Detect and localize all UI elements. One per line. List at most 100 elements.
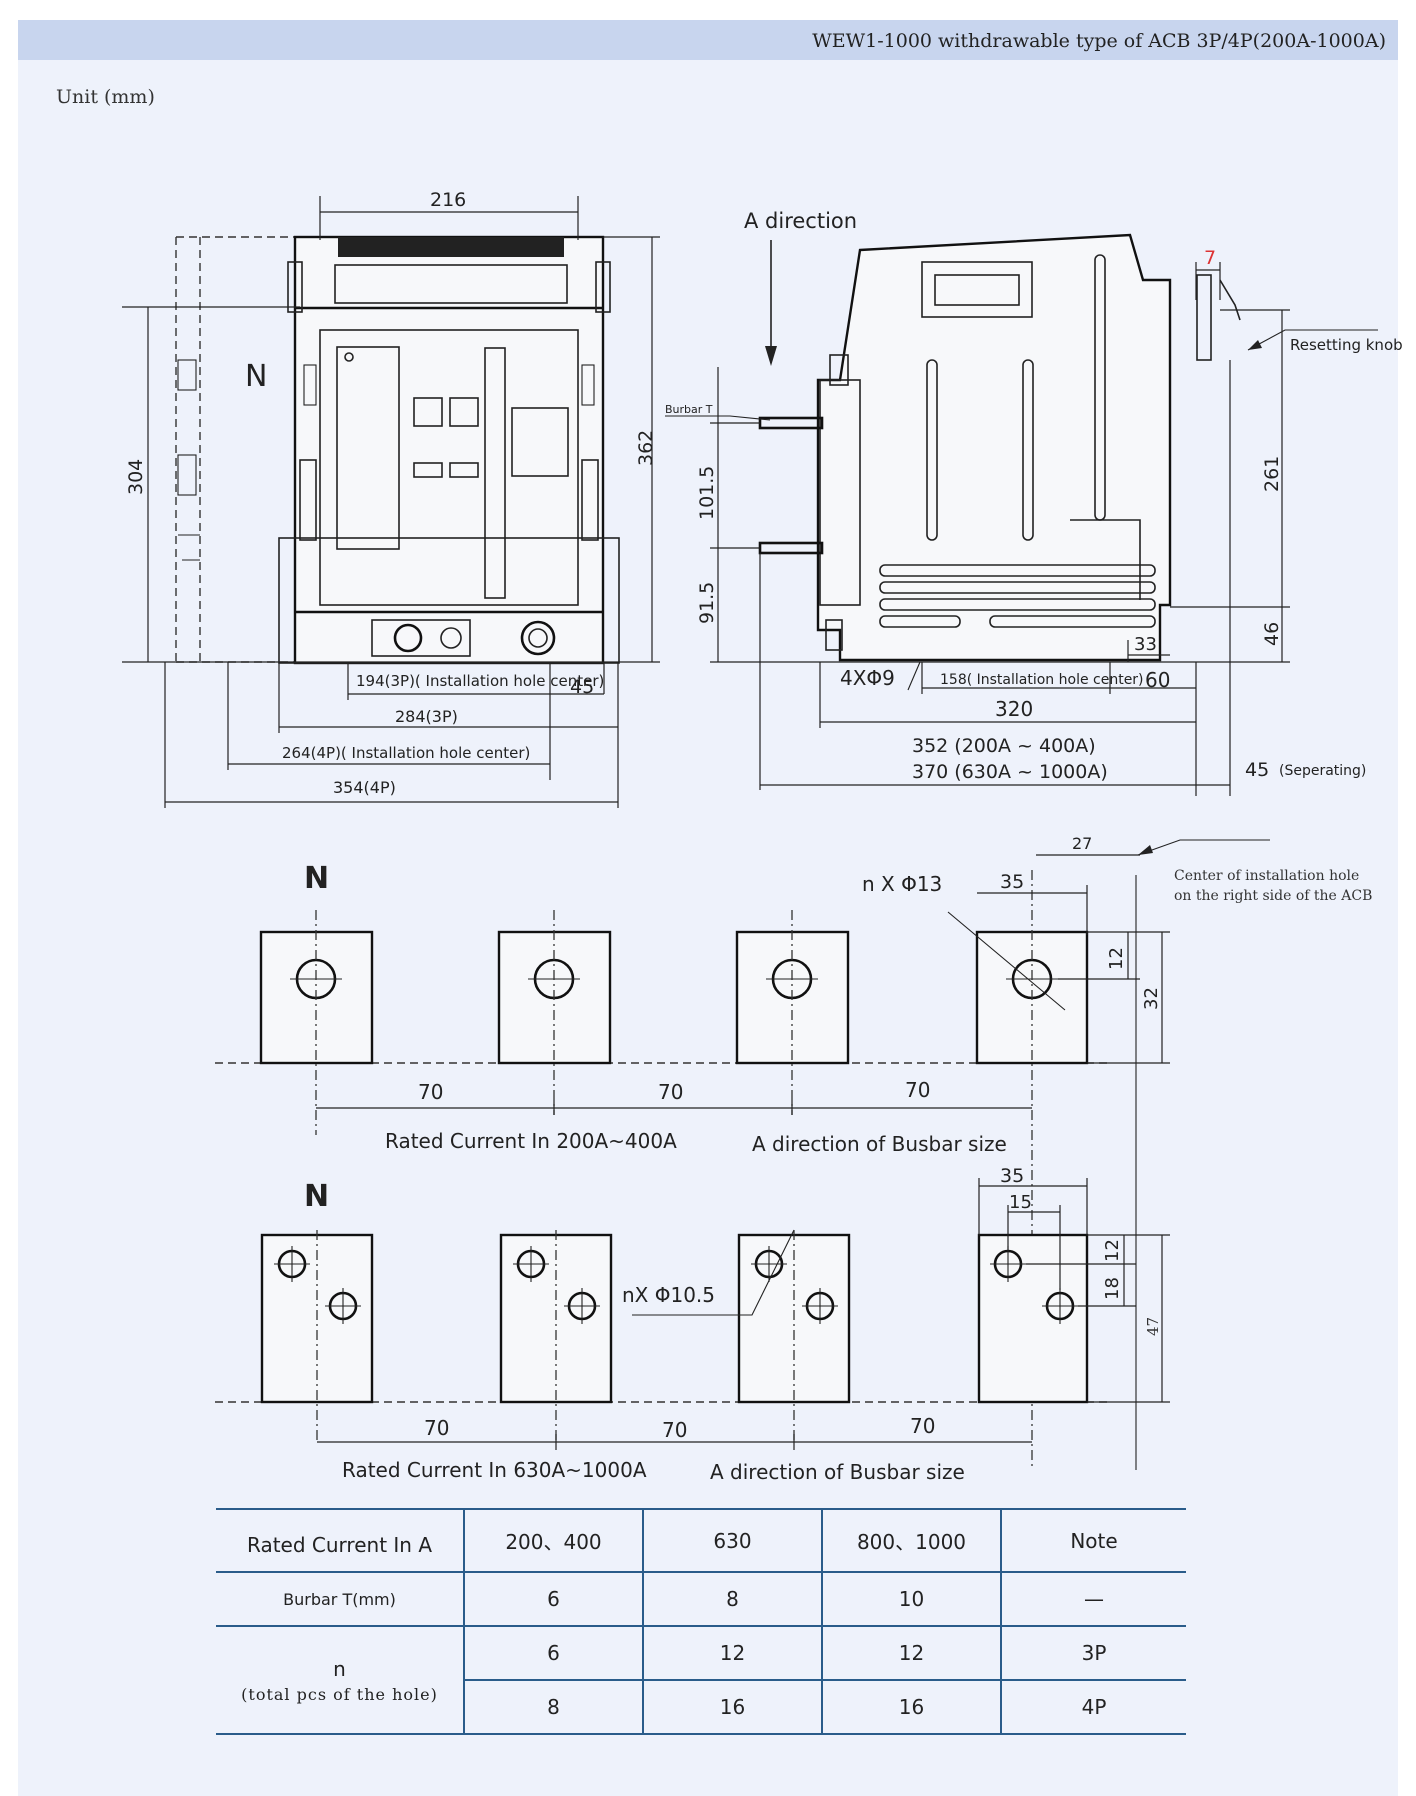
header-cell: Rated Current In A [216,1508,464,1573]
center-note-2: on the right side of the ACB [1174,888,1372,904]
dim-158: 158( Installation hole center) [940,672,1144,688]
table-cell: 3P [1000,1625,1186,1681]
row-label: Burbar T(mm) [216,1571,464,1627]
terminal-clamp [825,619,843,651]
table-cell: 6 [463,1625,643,1681]
table-cell: 12 [642,1625,822,1681]
vent-fin [989,615,1156,628]
dim-7: 7 [1204,247,1216,269]
knob-leader [1247,329,1378,351]
separating-note: (Seperating) [1279,763,1366,779]
dim-line-7 [1195,262,1221,300]
neutral-clamp [177,359,197,391]
table-cell: 8 [642,1571,822,1627]
busbar-diagram-large: N nX Φ10.5 [215,1165,1170,1484]
resetting-knob [1196,274,1212,361]
direction-label-small: A direction of Busbar size [752,1132,1007,1156]
hole-label-10-5: nX Φ10.5 [622,1283,715,1307]
breaker-body [293,235,605,665]
terminal-clamp [829,354,849,386]
table-row: 8 16 16 4P [216,1679,1186,1735]
dim-60: 60 [1145,668,1170,692]
side-rail [595,261,611,313]
front-view: N 216 304 3 [122,189,660,808]
dim-line-216 [319,196,579,240]
vent-fin [879,581,1156,594]
pitch-dim-line [316,1100,1032,1115]
dim-line-264 [227,662,550,770]
top-terminal-bar [338,237,564,257]
dim-370: 370 (630A ~ 1000A) [912,761,1108,783]
header-bar: WEW1-1000 withdrawable type of ACB 3P/4P… [18,20,1398,60]
header-cell: Note [1000,1508,1186,1573]
width-dim-35: 35 [1000,871,1024,893]
on-button [413,397,443,427]
neutral-label: N [304,861,329,896]
hole-label-13: n X Φ13 [862,872,942,896]
leader-arrowhead [1138,845,1153,855]
header-cell: 200、400 [463,1508,643,1573]
rear-terminal-block [819,379,861,606]
pitch-dim: 70 [910,1414,935,1438]
table-header-row: Rated Current In A 200、400 630 800、1000 … [216,1508,1186,1573]
table-cell: 16 [821,1679,1001,1735]
dim-45-separating: 45 [1245,759,1269,781]
dim-line-320 [819,662,1196,728]
inner-dim-15: 15 [1009,1192,1032,1213]
dim-91-5: 91.5 [696,582,718,624]
table-cell: 16 [642,1679,822,1735]
side-rail [299,459,317,541]
body-step [1070,519,1141,600]
dim-line-284 [278,662,619,733]
neutral-clamp [177,454,197,496]
dim-352: 352 (200A ~ 400A) [912,735,1096,757]
hole-dim-12: 12 [1106,947,1127,970]
table-cell: 4P [1000,1679,1186,1735]
resetting-knob-label: Resetting knob [1290,336,1403,354]
vent-fin [879,615,961,628]
indicator-window [413,462,443,478]
dim-line-33 [1127,640,1170,662]
height-dim-47: 47 [1144,1317,1162,1336]
dim-354: 354(4P) [333,778,396,797]
header-cell: 800、1000 [821,1508,1001,1573]
dim-33: 33 [1134,634,1157,655]
dim-216: 216 [430,189,466,211]
a-direction-label: A direction [744,209,857,233]
vent-fin [879,564,1156,577]
dim-304: 304 [125,459,147,495]
vent-slot [1022,359,1034,541]
row-label-n: n (total pcs of the hole) [216,1625,464,1735]
table-cell: 12 [821,1625,1001,1681]
dim-line-194 [347,662,605,780]
dim-holes: 4XΦ9 [840,666,895,690]
indicator-window [449,462,479,478]
dim-101-5: 101.5 [696,466,718,520]
busbar-diagram-small: N n X Φ13 70 70 70 [215,834,1372,1470]
header-cell: 630 [642,1508,822,1573]
rated-current-small: Rated Current In 200A~400A [385,1129,677,1153]
side-body [816,233,1172,662]
knob-lever [1219,279,1241,321]
dim-45: 45 [570,676,594,698]
page-title: WEW1-1000 withdrawable type of ACB 3P/4P… [812,30,1386,52]
offset-dim-27: 27 [1072,834,1092,853]
busbar-plate-n [259,910,374,1135]
front-panel [319,329,579,606]
rated-current-large: Rated Current In 630A~1000A [342,1458,647,1482]
side-rail [581,459,599,541]
dim-264: 264(4P)( Installation hole center) [282,744,530,762]
dim-194: 194(3P)( Installation hole center) [356,672,604,690]
racking-panel [371,619,471,657]
n-label: n [333,1656,346,1681]
handle-slot [484,347,506,599]
n-sublabel: (total pcs of the hole) [241,1684,438,1704]
busbar-plate-1 [499,1230,613,1440]
nameplate [336,346,400,550]
neutral-detail [178,534,200,561]
crank-hole-icon [520,620,556,656]
center-note-1: Center of installation hole [1174,868,1359,884]
holes-leader [907,661,921,691]
pitch-dim: 70 [662,1418,687,1442]
inner-dim-line [1007,1205,1061,1290]
